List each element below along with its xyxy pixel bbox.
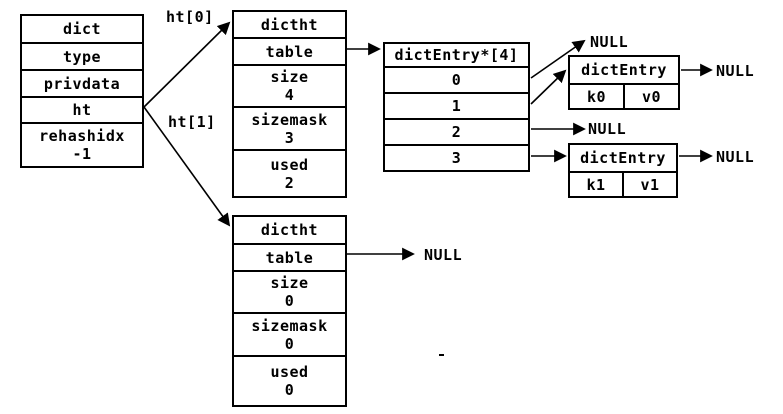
dict-field-type: type [22,42,142,69]
dict-field-type-label: type [62,47,102,66]
dictentry0-key-cell: k0 [570,85,625,108]
ht1-title-cell: dictht [234,217,345,243]
ht1-field-size-value: 0 [284,292,295,310]
dict-field-ht: ht [22,96,142,122]
null-label-entry0-next: NULL [716,62,755,80]
dictentry-array-slot-2: 2 [385,118,528,144]
null-label-slot2: NULL [588,120,627,138]
dict-field-rehashidx-value: -1 [72,145,92,163]
dictentry-array-slot-3: 3 [385,144,528,170]
ht0-field-size-label: size [270,68,309,86]
null-label-slot0: NULL [590,33,629,51]
ht0-field-size: size 4 [234,64,345,106]
ht0-title-cell: dictht [234,12,345,37]
dict-field-rehashidx-label: rehashidx [39,127,125,145]
ht0-dictht-box: dictht table size 4 sizemask 3 used 2 [232,10,347,198]
ht1-field-sizemask-value: 0 [284,334,295,353]
slot0-label: 0 [451,71,462,89]
ht1-field-sizemask-label: sizemask [251,316,328,335]
dict-title-cell: dict [22,16,142,42]
dictentry0-value: v0 [641,87,662,106]
ht0-field-size-value: 4 [284,86,295,104]
dictentry0-key: k0 [586,87,607,106]
dictentry1-value-cell: v1 [624,173,676,196]
pointer-label-ht1: ht[1] [168,113,216,131]
dictentry-array-box: dictEntry*[4] 0 1 2 3 [383,42,530,172]
arrow-ht0 [143,21,231,108]
ht0-field-table: table [234,37,345,64]
ht0-field-sizemask-value: 3 [284,128,295,147]
ht1-field-used: used 0 [234,355,345,405]
ht1-field-used-label: used [270,363,309,381]
dictentry0-box: dictEntry k0 v0 [568,55,680,110]
ht0-field-table-label: table [265,42,314,61]
ht0-title: dictht [260,15,319,34]
dict-field-privdata: privdata [22,69,142,96]
null-label-ht1-table: NULL [424,246,463,264]
ht1-title: dictht [260,221,319,239]
dictentry0-kv-row: k0 v0 [570,83,678,108]
ht0-field-used-value: 2 [284,173,295,192]
ht0-field-sizemask-label: sizemask [251,110,328,129]
dictentry1-box: dictEntry k1 v1 [568,143,678,198]
dictentry1-header-cell: dictEntry [570,145,676,171]
dict-field-ht-label: ht [72,101,92,119]
dictentry0-value-cell: v0 [625,85,678,108]
ht0-field-sizemask: sizemask 3 [234,106,345,149]
ht1-field-sizemask: sizemask 0 [234,312,345,355]
dictentry-array-header: dictEntry*[4] [394,46,519,64]
dictentry-array-slot-0: 0 [385,66,528,92]
dictentry1-key: k1 [586,175,606,194]
ht1-field-size-label: size [270,274,309,292]
slot3-label: 3 [451,149,462,167]
slot1-label: 1 [451,97,462,115]
dictentry0-header: dictEntry [581,61,667,79]
arrow-slot1-to-entry0 [530,69,567,105]
ht0-field-used: used 2 [234,149,345,196]
ht1-field-size: size 0 [234,270,345,312]
ht1-field-table: table [234,243,345,270]
ht1-field-table-label: table [265,248,314,267]
dict-title: dict [62,20,102,38]
dict-struct-box: dict type privdata ht rehashidx -1 [20,14,144,168]
scan-speck-dot [439,354,444,356]
dict-field-privdata-label: privdata [43,74,121,93]
dictentry0-header-cell: dictEntry [570,57,678,83]
pointer-label-ht0: ht[0] [166,8,214,26]
dict-field-rehashidx: rehashidx -1 [22,122,142,166]
ht0-field-used-label: used [270,155,309,174]
dictentry1-key-cell: k1 [570,173,624,196]
ht1-dictht-box: dictht table size 0 sizemask 0 used 0 [232,215,347,407]
dictentry1-header: dictEntry [580,149,666,167]
dictentry1-kv-row: k1 v1 [570,171,676,196]
slot2-label: 2 [451,123,462,141]
dictentry1-value: v1 [640,175,660,194]
null-label-entry1-next: NULL [716,148,755,166]
ht1-field-used-value: 0 [284,381,295,399]
dictentry-array-header-cell: dictEntry*[4] [385,44,528,66]
dictentry-array-slot-1: 1 [385,92,528,118]
